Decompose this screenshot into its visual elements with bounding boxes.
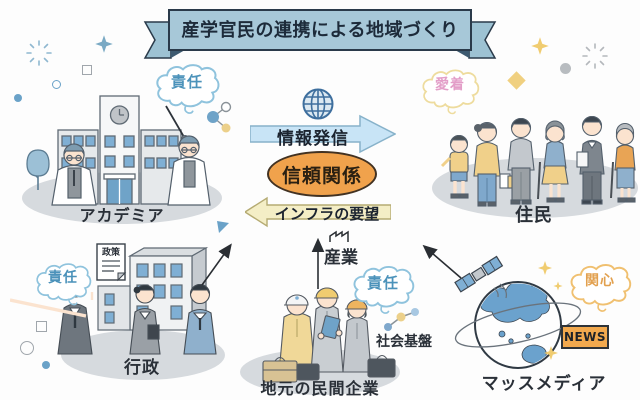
network-nodes-icon (384, 308, 419, 331)
academia-label: アカデミア (79, 206, 165, 225)
earth-icon (454, 281, 582, 369)
factory-icon (329, 230, 349, 242)
residents-bubble: 愛着 (420, 66, 480, 116)
infra-arrow-label: インフラの要望 (274, 205, 380, 223)
person-man-suit (576, 115, 605, 205)
media-label: マッスメディア (481, 374, 607, 394)
circle-decoration (20, 341, 34, 355)
residents-illustration (432, 115, 638, 218)
star-icon (95, 35, 113, 53)
globe-icon (302, 88, 334, 120)
government-illustration: 政策 (10, 243, 225, 380)
square-decoration (82, 65, 92, 75)
circle-decoration (560, 63, 571, 74)
worker-yellow (262, 294, 316, 383)
worker-clipboard (296, 287, 344, 381)
person-boy (440, 134, 469, 199)
media-illustration (454, 255, 582, 369)
circle-decoration (52, 80, 61, 89)
sparkle-icon (538, 261, 563, 360)
trust-ellipse: 信頼関係 (267, 151, 377, 197)
signal-waves-icon (493, 283, 507, 299)
company-label: 地元の民間企業 (260, 379, 380, 398)
person-elderly-woman (610, 123, 636, 203)
academia-illustration (22, 95, 222, 224)
dot-decoration (42, 361, 50, 369)
page-title: 産学官民の連携による地域づくり (181, 20, 459, 41)
scientist-right (165, 105, 211, 206)
worker-orange (342, 299, 396, 378)
tree-icon (26, 149, 50, 190)
burst-icon (582, 43, 608, 69)
star-icon (531, 37, 549, 55)
person-man-gray (507, 117, 535, 205)
company-bubble: 責任 (350, 264, 416, 314)
person-woman-blue (537, 120, 569, 203)
company-illustration (240, 287, 400, 395)
info-arrow (250, 114, 396, 154)
scientist-left (51, 143, 97, 206)
infra-arrow (245, 196, 391, 228)
policy-document-label: 政策 (102, 246, 121, 258)
policy-document-icon: 政策 (96, 243, 127, 282)
dot-decoration (14, 94, 22, 102)
government-label: 行政 (124, 358, 160, 378)
molecule-icon (207, 101, 232, 133)
industry-label: 産業 (324, 248, 358, 268)
info-arrow-label: 情報発信 (277, 129, 349, 149)
title-ribbon (143, 9, 497, 59)
residents-label: 住民 (515, 205, 553, 226)
burst-icon (26, 40, 52, 66)
triangle-decoration (217, 221, 229, 233)
news-badge: NEWS (561, 325, 609, 349)
official-woman (129, 284, 161, 355)
person-mother (473, 121, 518, 207)
square-decoration (36, 321, 47, 332)
media-bubble: 関心 (568, 262, 632, 312)
academia-bubble: 責任 (153, 62, 221, 114)
government-bubble: 責任 (34, 260, 92, 308)
satellite-icon (454, 255, 504, 293)
infrastructure-label: 社会基盤 (376, 334, 432, 350)
official-blue (183, 283, 217, 355)
